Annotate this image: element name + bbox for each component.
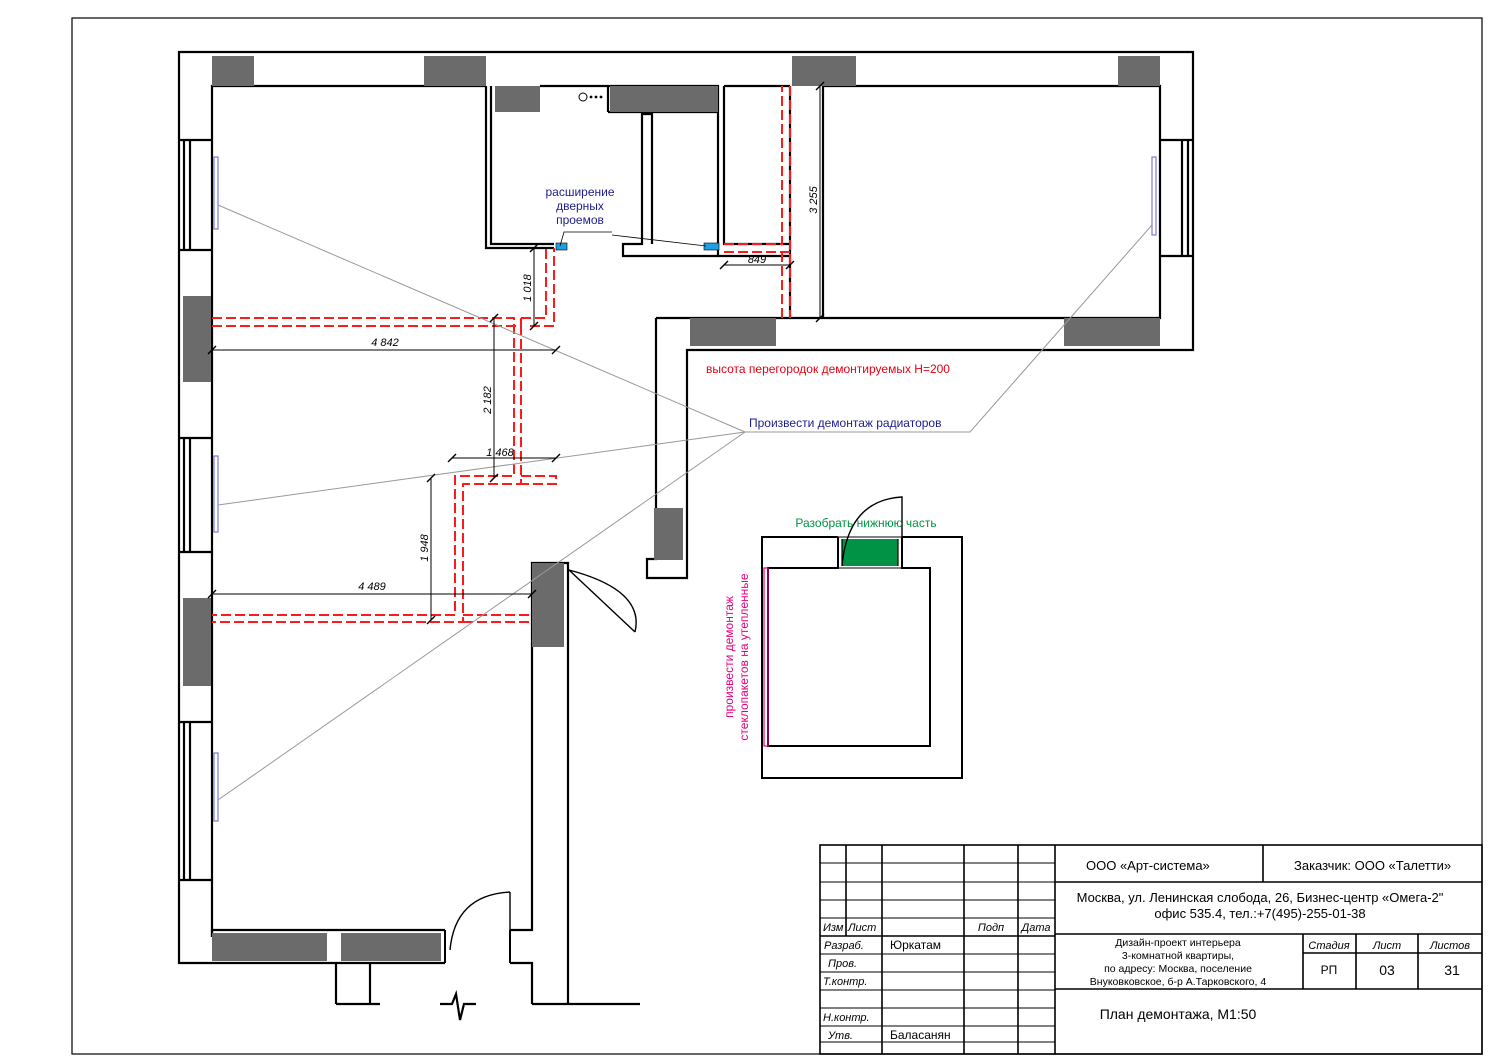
stage-value: РП xyxy=(1321,963,1338,977)
header-list: Лист xyxy=(847,922,876,934)
sheet-value: 03 xyxy=(1379,962,1395,978)
dimension-1018: 1 018 xyxy=(522,273,534,301)
column-bottom-left xyxy=(212,933,327,961)
role-developer: Разраб. xyxy=(824,940,864,952)
role-tech-control: Т.контр. xyxy=(823,976,867,988)
note-door-widening-2: дверных xyxy=(556,199,604,213)
header-podp: Подп xyxy=(978,922,1004,934)
dimension-1948: 1 948 xyxy=(419,533,431,561)
project-desc-4: Внуковковское, б-р А.Тарковского, 4 xyxy=(1090,976,1267,988)
window-detail xyxy=(761,536,963,779)
sheets-label: Листов xyxy=(1429,940,1470,952)
drain-icon xyxy=(578,92,603,102)
note-glass-units-1: произвести демонтаж xyxy=(722,596,736,718)
role-norm-control: Н.контр. xyxy=(823,1012,870,1024)
window-lower-part xyxy=(842,539,898,566)
leader-lines xyxy=(217,204,1153,801)
walls xyxy=(177,50,1195,1021)
sheet-frame xyxy=(71,17,1483,1055)
dimension-4842: 4 842 xyxy=(371,337,399,349)
company-name: ООО «Арт-система» xyxy=(1086,858,1210,873)
note-disassemble-lower: Разобрать нижнюю часть xyxy=(795,516,936,530)
sheet-label: Лист xyxy=(1372,940,1401,952)
customer-name: Заказчик: ООО «Талетти» xyxy=(1294,858,1451,873)
project-desc-1: Дизайн-проект интерьера xyxy=(1115,937,1241,949)
widening-marker-1 xyxy=(555,242,568,251)
note-door-widening-3: проемов xyxy=(556,213,604,227)
project-desc-2: 3-комнатной квартиры, xyxy=(1122,950,1234,962)
dimension-4489: 4 489 xyxy=(358,581,386,593)
title-block xyxy=(819,844,1483,1055)
column-bottom-right xyxy=(341,933,441,961)
role-checker: Пров. xyxy=(828,958,857,970)
title-block-rows xyxy=(820,862,1055,1043)
dimension-2182: 2 182 xyxy=(482,386,494,415)
structural-columns xyxy=(183,56,1160,961)
address-line-2: офис 535.4, тел.:+7(495)-255-01-38 xyxy=(1154,906,1365,921)
demolition-partitions xyxy=(212,86,791,623)
dimension-1468: 1 468 xyxy=(486,447,514,459)
dimension-3255: 3 255 xyxy=(808,185,820,213)
sheets-value: 31 xyxy=(1444,962,1460,978)
role-approver: Утв. xyxy=(827,1030,853,1042)
note-radiators: Произвести демонтаж радиаторов xyxy=(749,416,941,430)
balcony-door-swing xyxy=(841,496,903,567)
note-partition-height: высота перегородок демонтируемых H=200 xyxy=(706,362,950,376)
address-line-1: Москва, ул. Ленинская слобода, 26, Бизне… xyxy=(1077,890,1444,905)
stage-label: Стадия xyxy=(1308,940,1349,952)
project-desc-3: по адресу: Москва, поселение xyxy=(1104,963,1252,975)
drawing-title: План демонтажа, М1:50 xyxy=(1100,1006,1257,1022)
name-approver: Баласанян xyxy=(890,1028,951,1042)
name-developer: Юркатам xyxy=(890,938,941,952)
widening-marker-2 xyxy=(703,242,720,251)
dimension-849: 849 xyxy=(748,254,766,266)
widening-leaders xyxy=(559,231,707,247)
radiators xyxy=(213,156,1157,822)
glass-unit-marker xyxy=(763,567,769,747)
dimension-lines xyxy=(212,86,821,620)
dimension-ticks xyxy=(207,81,825,625)
note-door-widening-1: расширение xyxy=(545,185,614,199)
header-izm: Изм xyxy=(823,922,844,934)
header-data: Дата xyxy=(1019,922,1050,934)
note-glass-units-2: стеклопакетов на утепленные xyxy=(737,573,751,741)
doors xyxy=(449,569,637,951)
